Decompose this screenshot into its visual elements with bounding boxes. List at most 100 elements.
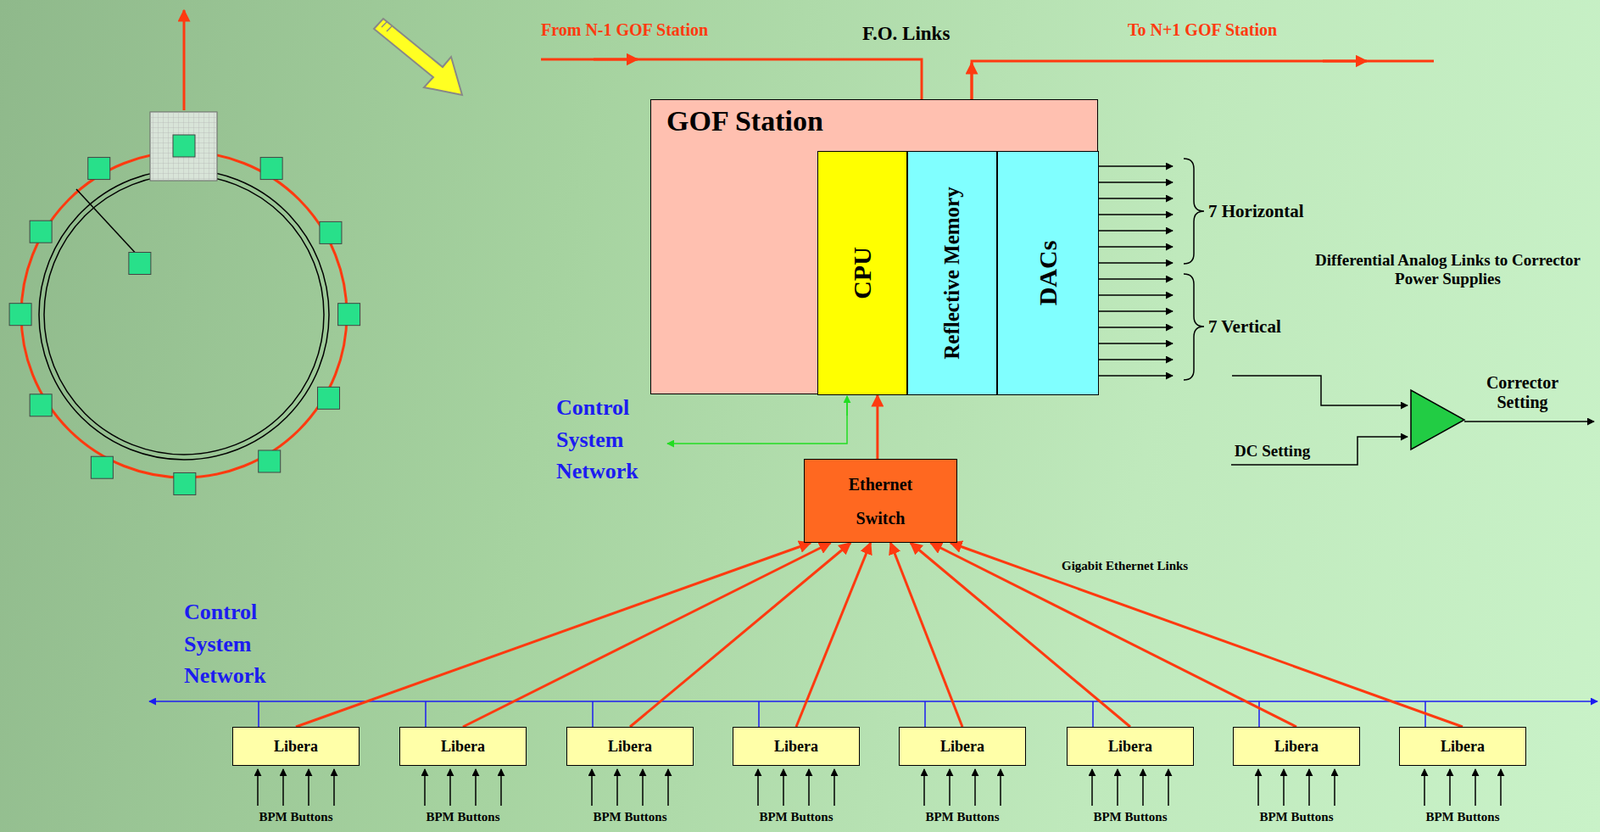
bus-drop bbox=[424, 701, 427, 727]
gigabit-link bbox=[295, 542, 811, 727]
gof-station-marker bbox=[260, 157, 283, 180]
bpm-processor-box: Libera bbox=[1066, 726, 1194, 766]
gof-station-marker bbox=[29, 220, 52, 243]
dac-output-arrow bbox=[1098, 245, 1173, 248]
node-text: Libera bbox=[774, 737, 819, 756]
node-text: Ethernet Switch bbox=[838, 467, 924, 536]
input-label: BPM Buttons bbox=[1228, 809, 1365, 825]
bpm-button-arrow bbox=[1499, 769, 1502, 806]
zoom-arrow-stripe bbox=[381, 22, 387, 28]
network-label: Control System Network bbox=[183, 596, 290, 692]
brace bbox=[1183, 158, 1205, 264]
annotation-label: To N+1 GOF Station bbox=[1127, 20, 1277, 40]
bpm-button-arrow bbox=[500, 769, 502, 806]
ring-leader-line bbox=[76, 189, 140, 258]
annotation-label: Corrector Setting bbox=[1473, 373, 1572, 413]
bpm-button-arrow bbox=[1333, 769, 1336, 806]
annotation-label: 7 Horizontal bbox=[1208, 200, 1305, 222]
gof-station-marker bbox=[317, 386, 341, 409]
bpm-button-inputs bbox=[257, 769, 1501, 806]
highlighted-sector-grid bbox=[150, 111, 218, 181]
dc-setting-line bbox=[1231, 436, 1408, 465]
corrector-output-line bbox=[1464, 420, 1595, 423]
control-network-link-arrow bbox=[846, 395, 848, 416]
bpm-button-arrow bbox=[282, 769, 285, 806]
dac-output-arrow bbox=[1098, 326, 1173, 329]
gof-station-marker bbox=[258, 450, 281, 473]
bpm-button-arrow bbox=[808, 769, 810, 806]
zoom-arrow bbox=[373, 18, 463, 95]
network-label: Control System Network bbox=[556, 391, 663, 488]
bpm-button-arrow bbox=[833, 769, 836, 806]
node-text: Libera bbox=[273, 737, 318, 756]
dac-output-arrow bbox=[1098, 342, 1173, 345]
dac-output-arrow bbox=[1098, 278, 1173, 280]
bus-drop bbox=[591, 701, 594, 727]
input-label: BPM Buttons bbox=[894, 809, 1031, 825]
fo-link-in-arrow bbox=[593, 58, 638, 62]
bpm-button-arrow bbox=[616, 769, 619, 806]
gof-station-marker bbox=[128, 252, 151, 275]
bpm-button-arrow bbox=[256, 769, 259, 806]
gigabit-link bbox=[462, 542, 831, 727]
bpm-button-arrow bbox=[667, 769, 669, 806]
storage-ring-outer bbox=[21, 151, 347, 478]
switch-box: Ethernet Switch bbox=[803, 458, 958, 543]
node-text: Reflective Memory bbox=[940, 186, 965, 359]
module-box: Reflective Memory bbox=[907, 150, 998, 396]
highlighted-sector bbox=[150, 111, 218, 181]
bpm-button-arrow bbox=[333, 769, 335, 806]
bpm-button-arrow bbox=[782, 769, 785, 806]
input-label: BPM Buttons bbox=[728, 809, 865, 825]
bpm-button-arrow bbox=[423, 769, 426, 806]
bpm-button-arrow bbox=[1142, 769, 1144, 806]
input-label: BPM Buttons bbox=[228, 809, 364, 825]
fo-link-out-arrow bbox=[1322, 60, 1367, 63]
bpm-button-arrow bbox=[307, 769, 310, 806]
gof-station-marker bbox=[172, 134, 196, 157]
dac-output-arrow bbox=[1098, 165, 1173, 168]
bpm-processor-box: Libera bbox=[1399, 726, 1527, 766]
gof-station-marker bbox=[9, 303, 32, 326]
input-label: BPM Buttons bbox=[1394, 809, 1531, 825]
dac-output-arrow bbox=[1098, 181, 1173, 184]
analog-input-line bbox=[1232, 375, 1408, 406]
dac-output-arrow bbox=[1098, 197, 1173, 200]
dac-output-arrow bbox=[1098, 262, 1173, 264]
bus-drop bbox=[257, 701, 260, 727]
bus-drops bbox=[258, 701, 1426, 727]
gigabit-link bbox=[629, 542, 851, 727]
bpm-button-arrow bbox=[1474, 769, 1477, 806]
gof-station-marker bbox=[173, 472, 196, 495]
annotation-label: 7 Vertical bbox=[1208, 316, 1282, 337]
bpm-processor-box: Libera bbox=[399, 726, 527, 766]
node-text: Libera bbox=[1108, 737, 1153, 756]
annotation-label: From N-1 GOF Station bbox=[540, 20, 709, 40]
bpm-button-arrow bbox=[1423, 769, 1426, 806]
input-label: BPM Buttons bbox=[562, 809, 698, 825]
bpm-button-arrow bbox=[474, 769, 477, 806]
bpm-button-arrow bbox=[757, 769, 759, 806]
node-text: Libera bbox=[440, 737, 486, 756]
zoom-arrow-stripe bbox=[386, 26, 392, 32]
gigabit-link bbox=[950, 542, 1463, 727]
gigabit-link bbox=[930, 542, 1297, 727]
dac-output-arrow bbox=[1098, 374, 1173, 377]
dac-output-arrow bbox=[1098, 358, 1173, 361]
bpm-button-arrow bbox=[999, 769, 1002, 806]
bpm-button-arrow bbox=[449, 769, 452, 806]
node-text: CPU bbox=[847, 246, 877, 300]
storage-ring-inner bbox=[44, 174, 324, 455]
dac-outputs bbox=[1098, 166, 1173, 376]
bpm-processor-box: Libera bbox=[898, 726, 1026, 766]
station-box: GOF StationCPUReflective MemoryDACs bbox=[650, 99, 1099, 395]
brace bbox=[1183, 273, 1205, 380]
dac-output-arrow bbox=[1098, 310, 1173, 313]
bpm-processor-box: Libera bbox=[732, 726, 860, 766]
input-label: BPM Buttons bbox=[1062, 809, 1199, 825]
gigabit-link bbox=[796, 542, 871, 727]
dac-output-arrow bbox=[1098, 229, 1173, 232]
bpm-processor-box: Libera bbox=[566, 726, 694, 766]
switch-uplink bbox=[875, 395, 879, 459]
bus-drop bbox=[924, 701, 926, 727]
